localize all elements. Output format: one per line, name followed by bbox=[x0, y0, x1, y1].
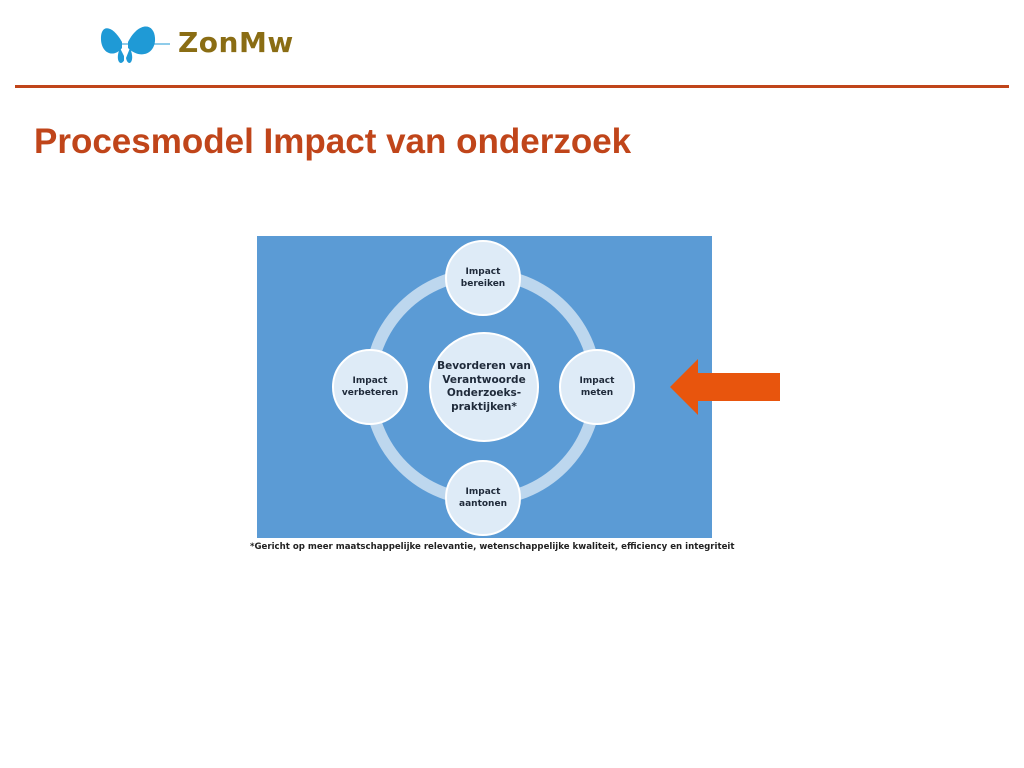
node-impact-aantonen: Impact aantonen bbox=[445, 460, 521, 536]
node-center: Bevorderen van Verantwoorde Onderzoeks-p… bbox=[429, 332, 539, 442]
node-label: Impact bereiken bbox=[460, 267, 506, 289]
logo-wordmark: ZonMw bbox=[178, 26, 294, 59]
node-impact-bereiken: Impact bereiken bbox=[445, 240, 521, 316]
node-impact-meten: Impact meten bbox=[559, 349, 635, 425]
process-diagram: Impact bereiken Impact meten Impact aant… bbox=[257, 236, 712, 538]
node-label: Impact meten bbox=[579, 376, 615, 398]
center-label: Bevorderen van Verantwoorde Onderzoeks-p… bbox=[437, 360, 531, 413]
butterfly-logo-icon bbox=[100, 26, 170, 63]
page-title: Procesmodel Impact van onderzoek bbox=[34, 122, 632, 161]
diagram-footnote: *Gericht op meer maatschappelijke releva… bbox=[250, 542, 735, 552]
zonmw-logo: ZonMw bbox=[98, 18, 308, 70]
header-divider bbox=[15, 85, 1009, 88]
node-impact-verbeteren: Impact verbeteren bbox=[332, 349, 408, 425]
node-label: Impact verbeteren bbox=[341, 376, 399, 398]
left-arrow-icon bbox=[670, 359, 782, 415]
node-label: Impact aantonen bbox=[459, 487, 507, 509]
